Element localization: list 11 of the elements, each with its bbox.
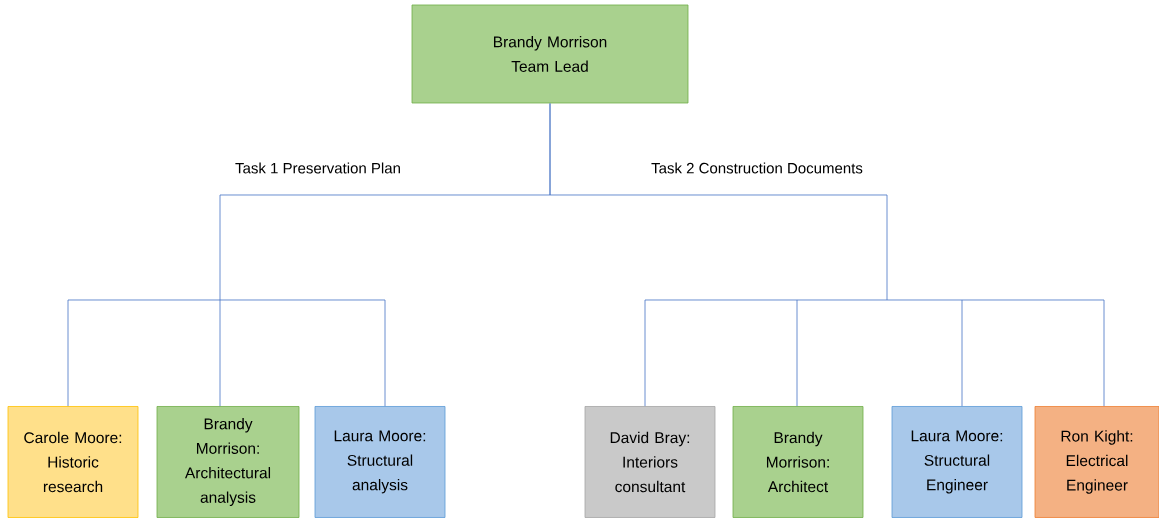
title-box: Brandy Morrison Team Lead [411,4,689,104]
person-box: Brandy Morrison: Architectural analysis [156,406,300,518]
task-label: Task 2 Construction Documents [651,162,863,174]
person-box: Laura Moore: Structural analysis [314,406,446,518]
person-box: Laura Moore: Structural Engineer [891,406,1023,518]
person-box: David Bray: Interiors consultant [584,406,716,518]
person-box: Ron Kight: Electrical Engineer [1034,406,1159,518]
task-label: Task 1 Preservation Plan [235,162,400,174]
person-box: Carole Moore: Historic research [7,406,139,518]
connector-tree [549,103,1105,407]
person-box: Brandy Morrison: Architect [732,406,864,518]
